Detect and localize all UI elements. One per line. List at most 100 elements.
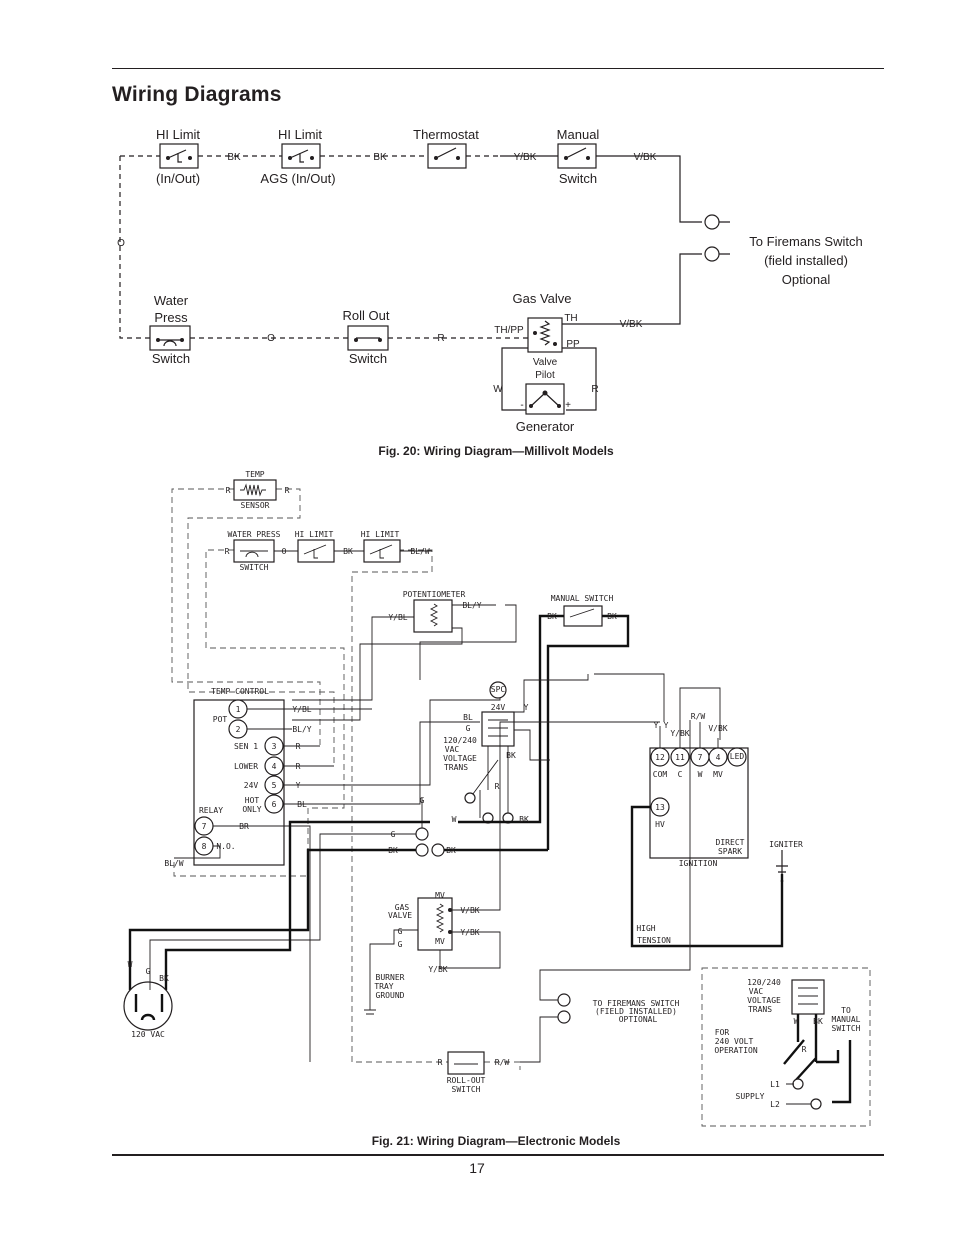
water-press-switch: [149, 325, 191, 351]
vac-label-1: 120/240: [443, 736, 477, 745]
pot-label: POT: [213, 715, 228, 724]
hi-limit-label-21-a: HI LIMIT: [295, 530, 334, 539]
wire-g-trans: G: [466, 724, 471, 733]
potentiometer-label: POTENTIOMETER: [403, 590, 466, 599]
wire-y-24v: Y: [296, 781, 301, 790]
wire-bk-mid: BK: [519, 815, 529, 824]
terminal-8: 8: [202, 842, 207, 851]
wire-ybl-pot: Y/BL: [388, 613, 407, 622]
wire-rw-ign: R/W: [691, 712, 706, 721]
press-label: Press: [154, 310, 188, 325]
wire-ybk-ign: Y/BK: [670, 729, 689, 738]
240-volt-label: 240 VOLT: [715, 1037, 754, 1046]
wire-r: R: [437, 333, 444, 344]
manual-switch-label: Switch: [559, 171, 597, 186]
generator: [525, 383, 565, 415]
spc-terminal: [489, 681, 507, 699]
gas-valve: [527, 317, 563, 353]
ign-11: 11: [675, 753, 685, 762]
page-title: Wiring Diagrams: [112, 83, 282, 106]
wire-r-2: R: [591, 384, 598, 395]
to-label: TO: [841, 1006, 851, 1015]
wire-bl-trans: BL: [463, 713, 473, 722]
inset-wire-bk: BK: [813, 1017, 823, 1026]
thpp-label: TH/PP: [494, 325, 524, 336]
hi-limit-sub-label: (In/Out): [156, 171, 200, 186]
ign-led: LED: [730, 752, 745, 761]
manual-switch-label-21: MANUAL SWITCH: [551, 594, 614, 603]
hi-limit-21-b: [363, 539, 401, 563]
terminal-4: 4: [272, 762, 277, 771]
wire-br-relay: BR: [239, 822, 249, 831]
sen1-label: SEN 1: [234, 742, 258, 751]
inset-vac-2: VAC: [749, 987, 764, 996]
hot-label: HOT: [245, 796, 260, 805]
firemans-label-3: Optional: [782, 272, 831, 287]
manual-switch: [557, 143, 597, 169]
terminal-6: 6: [272, 800, 277, 809]
terminal-2: 2: [236, 725, 241, 734]
ign-com: COM: [653, 770, 668, 779]
24v-trans-label: 24V: [491, 703, 506, 712]
fig20-millivolt-diagram: HI Limit (In/Out) HI Limit AGS (In/Out) …: [117, 127, 863, 434]
wire-g-gv-2: G: [398, 940, 403, 949]
valve-label-21: VALVE: [388, 911, 412, 920]
hi-limit-ags-sub-label: AGS (In/Out): [260, 171, 335, 186]
fig20-caption: Fig. 20: Wiring Diagram—Millivolt Models: [378, 444, 614, 458]
firemans-terminal-1: [704, 214, 720, 230]
wire-r-sensor-1: R: [226, 486, 231, 495]
roll-out-switch: [347, 325, 389, 351]
relay-label: RELAY: [199, 806, 223, 815]
wire-r-roll: R: [438, 1058, 443, 1067]
roll-switch-label-21: SWITCH: [452, 1085, 481, 1094]
wire-r-sensor-2: R: [285, 486, 290, 495]
potentiometer: [413, 599, 453, 633]
wire-w-outlet: W: [128, 960, 133, 969]
igniter-label: IGNITER: [769, 840, 803, 849]
ignition-label: IGNITION: [679, 859, 718, 868]
operation-label: OPERATION: [714, 1046, 758, 1055]
gas-valve-21: [417, 897, 453, 951]
hi-limit-label-21-b: HI LIMIT: [361, 530, 400, 539]
igniter: [776, 850, 788, 882]
wire-bly-tc: BL/Y: [292, 725, 311, 734]
wire-ybk: Y/BK: [514, 152, 537, 163]
bottom-rule: [112, 1154, 884, 1156]
burner-label: BURNER: [376, 973, 405, 982]
wire-bk-left: BK: [388, 846, 398, 855]
wire-bk-ms-1: BK: [547, 612, 557, 621]
ign-w: W: [698, 770, 703, 779]
ign-7: 7: [698, 753, 703, 762]
inset-vac-1: 120/240: [747, 978, 781, 987]
inset-240v: [701, 967, 871, 1127]
wire-w-mid: W: [452, 815, 457, 824]
water-press-label-21: WATER PRESS: [228, 530, 281, 539]
wire-bk-ms-2: BK: [607, 612, 617, 621]
wire-bl-hot: BL: [297, 800, 307, 809]
inset-voltage: VOLTAGE: [747, 996, 781, 1005]
plus-label: +: [565, 400, 571, 411]
hi-limit-ags-label: HI Limit: [278, 127, 322, 142]
firemans-label-2: (field installed): [764, 253, 848, 268]
wire-y-trans: Y: [524, 703, 529, 712]
terminal-7: 7: [202, 822, 207, 831]
spark-label: SPARK: [718, 847, 742, 856]
outlet-120vac: [123, 981, 173, 1031]
transformer-1: [481, 711, 515, 747]
wire-g-gv-1: G: [398, 927, 403, 936]
wire-g-left: G: [391, 830, 396, 839]
water-label: Water: [154, 293, 189, 308]
spc-label: SPC: [491, 685, 506, 694]
wire-bk-trans: BK: [506, 751, 516, 760]
wire-vbk-1: V/BK: [634, 152, 657, 163]
vac-label-2: VAC: [445, 745, 460, 754]
roll-out-label: Roll Out: [343, 308, 390, 323]
lower-label: LOWER: [234, 762, 258, 771]
24v-label: 24V: [244, 781, 259, 790]
generator-label: Generator: [516, 419, 575, 434]
roll-out-label-21: ROLL-OUT: [447, 1076, 486, 1085]
thermostat-label: Thermostat: [413, 127, 479, 142]
gas-valve-label: Gas Valve: [512, 291, 571, 306]
page-number: 17: [469, 1160, 485, 1176]
